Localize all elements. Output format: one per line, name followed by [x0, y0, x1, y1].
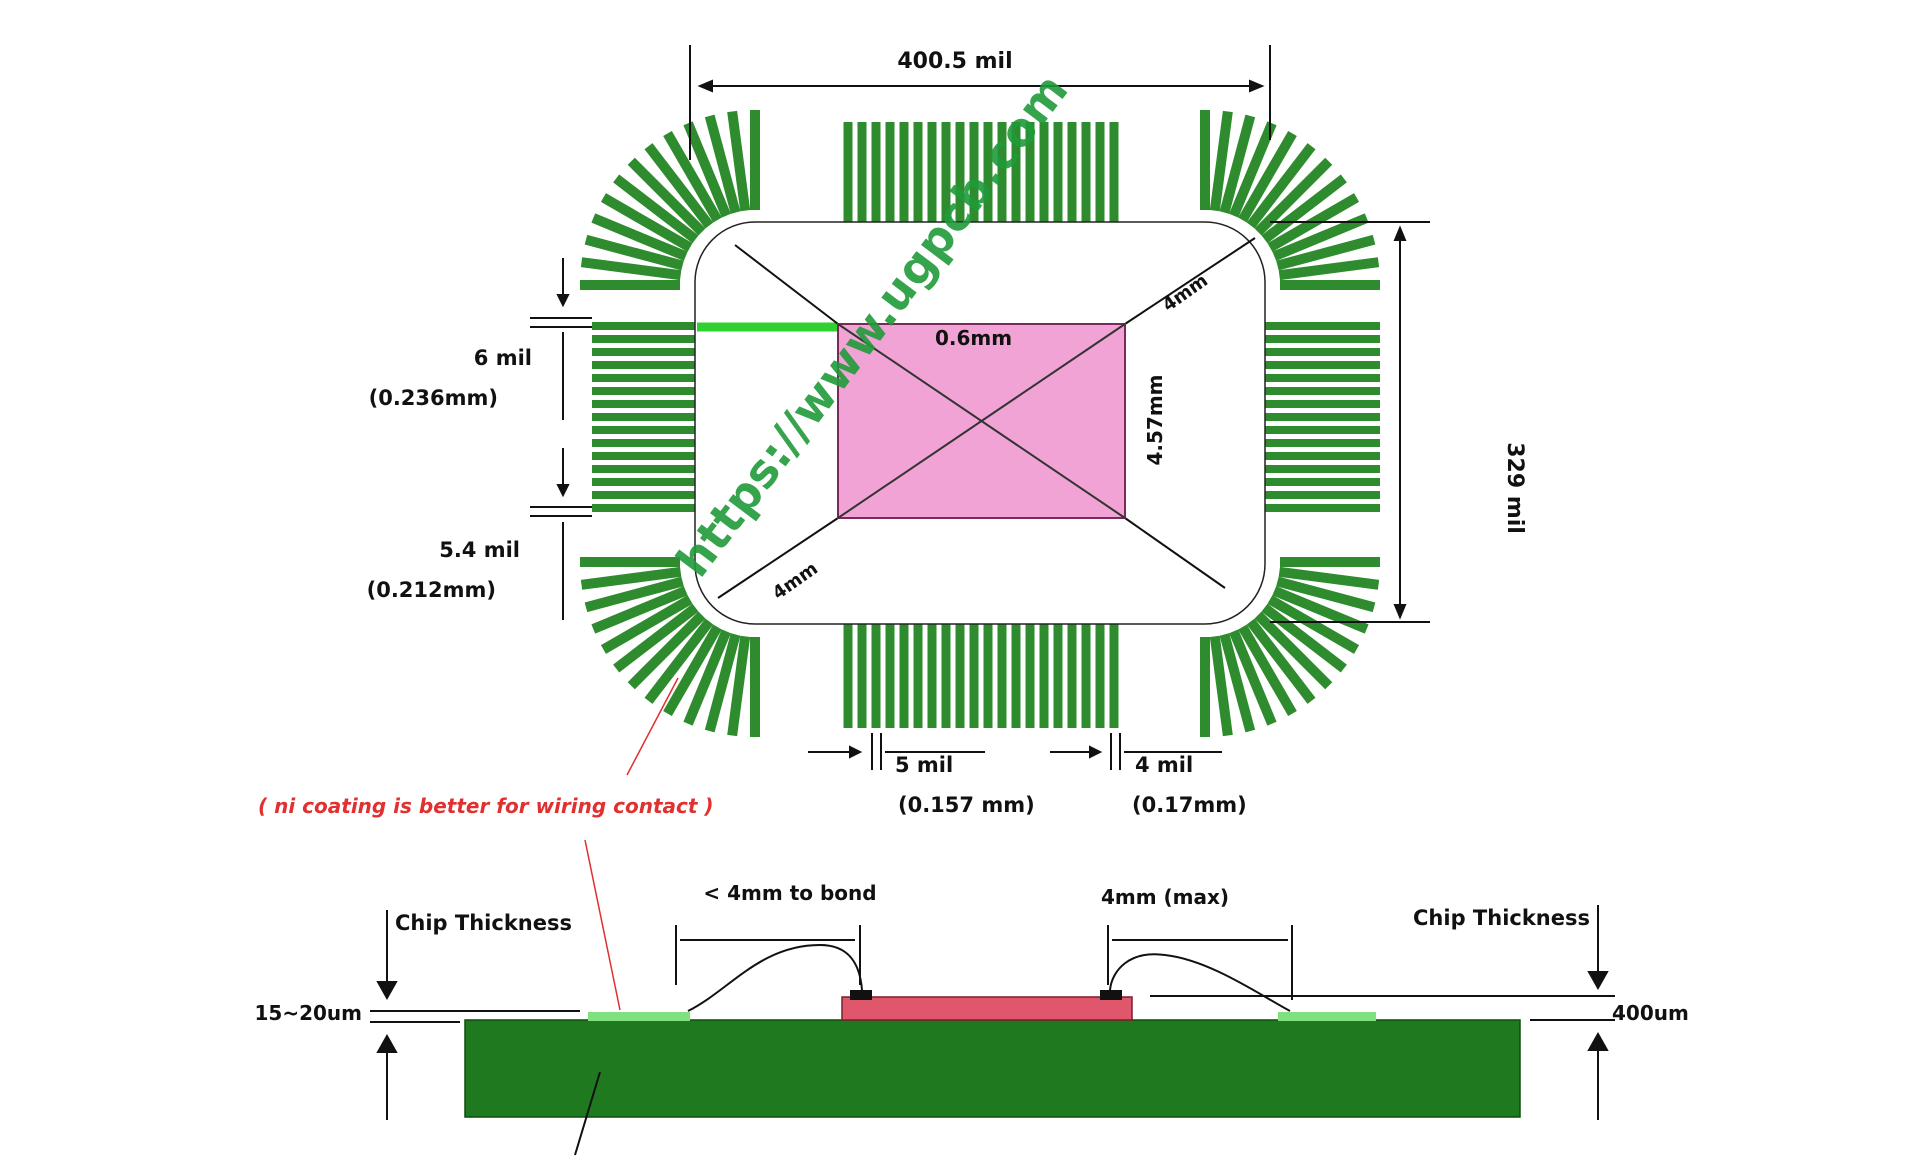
bond-pad [1219, 633, 1256, 733]
bond-pad [1276, 576, 1376, 613]
bond-pad [727, 635, 751, 737]
bond-pad [1209, 110, 1233, 212]
ni-coating-right [1278, 1012, 1376, 1021]
substrate [464, 1019, 1521, 1118]
bond-pad [600, 193, 693, 252]
right-chip-thickness-title: Chip Thickness [1413, 906, 1590, 930]
bond-pad [627, 157, 706, 236]
note-leader-top [626, 677, 679, 776]
die-side-label: 4.57mm [1143, 374, 1167, 465]
bond-pad [1278, 566, 1380, 590]
bond-pad [1229, 629, 1277, 726]
left-pitch-dimension [530, 258, 592, 620]
right-thickness-value: 400um [1612, 1001, 1689, 1025]
bond-pad [1229, 121, 1277, 218]
bond-pad [644, 618, 714, 704]
bottom-left-pitch-label: 5 mil [895, 753, 953, 777]
bond-pad [580, 566, 682, 590]
bond-pad [1238, 624, 1297, 717]
bottom-left-pitch-mm: (0.157 mm) [898, 793, 1035, 817]
substrate-leader [574, 1071, 601, 1156]
pad-pitch-mm: (0.236mm) [369, 386, 498, 410]
bond-pad [1219, 114, 1256, 214]
ni-coating-left [588, 1012, 690, 1021]
wire-right-label: 4mm (max) [1101, 885, 1229, 909]
bond-pad [1261, 174, 1347, 244]
bond-pad [580, 257, 682, 281]
bond-pad [1238, 130, 1297, 223]
bond-pad [683, 629, 731, 726]
die-diagonals [717, 237, 1256, 599]
bond-pad [584, 234, 684, 271]
bond-pad [1276, 234, 1376, 271]
bond-pad [1272, 213, 1369, 261]
chip [841, 996, 1133, 1021]
bond-pad [727, 110, 751, 212]
die-cross-line [837, 323, 1126, 519]
bond-wire-right [1109, 953, 1291, 1012]
bond-pad [1246, 143, 1316, 229]
wire-span-dimensions [675, 925, 1293, 1000]
bond-pad [613, 174, 699, 244]
bond-pad-right [1100, 990, 1122, 1000]
bottom-right-pitch-label: 4 mil [1135, 753, 1193, 777]
bond-pad [1278, 257, 1380, 281]
bond-pad [1209, 635, 1233, 737]
bond-wire-left [687, 943, 863, 1012]
bond-pad [1246, 618, 1316, 704]
bond-pad [1267, 595, 1360, 654]
left-thickness-value: 15~20um [255, 1001, 363, 1025]
bond-pad-ring [580, 110, 1380, 737]
left-chip-thickness-title: Chip Thickness [395, 911, 572, 935]
right-dimension [1270, 221, 1430, 623]
bond-pad [591, 586, 688, 634]
bond-pad-left [850, 990, 872, 1000]
pad-gap-mm: (0.212mm) [367, 578, 496, 602]
bond-pad [644, 143, 714, 229]
bond-pad [600, 595, 693, 654]
right-dimension-label: 329 mil [1502, 442, 1527, 534]
bond-pad [683, 121, 731, 218]
left-thickness-dimension [370, 910, 580, 1120]
bond-pad [1261, 603, 1347, 673]
wire-left-label: < 4mm to bond [703, 881, 876, 905]
bond-pad [704, 114, 741, 214]
right-thickness-dimension [1150, 905, 1615, 1120]
bond-pad [584, 576, 684, 613]
bond-pad [1254, 157, 1333, 236]
bond-pad [627, 611, 706, 690]
top-dimension [689, 45, 1271, 160]
bond-pad [613, 603, 699, 673]
bond-pad [704, 633, 741, 733]
coating-note: ( ni coating is better for wiring contac… [258, 794, 714, 818]
note-leader-bottom [584, 839, 621, 1011]
bond-pad [663, 624, 722, 717]
pad-gap-label: 5.4 mil [439, 538, 520, 562]
bond-pad [1254, 611, 1333, 690]
bond-pad [663, 130, 722, 223]
bond-pad [591, 213, 688, 261]
pad-pitch-label: 6 mil [474, 346, 532, 370]
bottom-pitch-dimension [808, 733, 1222, 770]
top-dimension-label: 400.5 mil [897, 49, 1012, 74]
die-size-label: 0.6mm [935, 326, 1012, 350]
bottom-right-pitch-mm: (0.17mm) [1132, 793, 1247, 817]
